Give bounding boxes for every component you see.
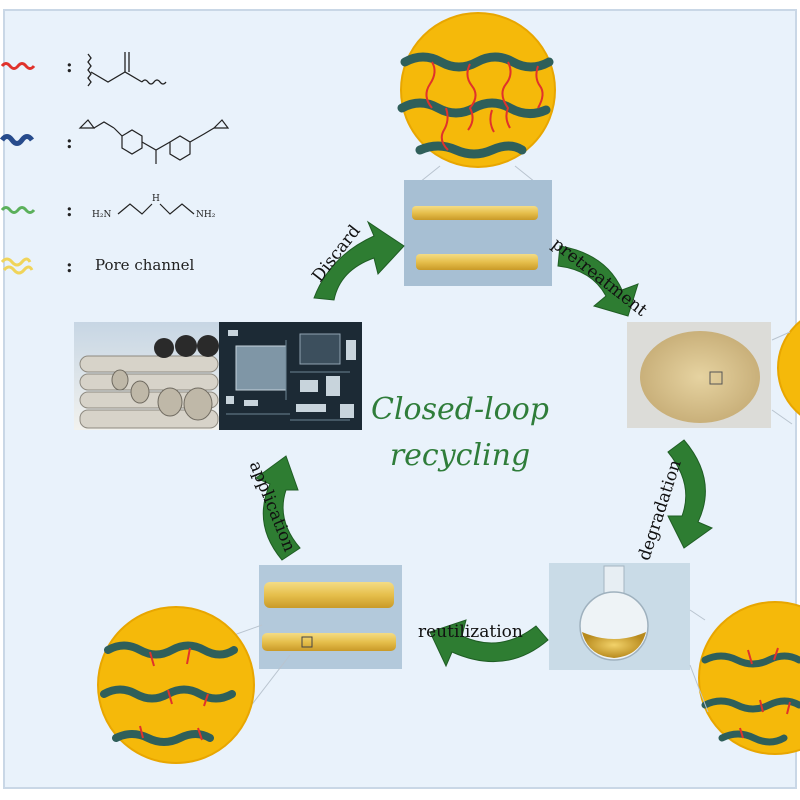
reutilized-sample-photo [259,565,402,669]
circuit-board-application-photo [219,322,362,430]
legend-colon: : [66,56,73,77]
legend-amine-squiggle [0,206,36,214]
step-label-reutilization: reutilization [418,622,523,642]
right-resin-disc-partial [771,320,800,425]
degradation-arrow [667,439,714,549]
bottom-left-resin-disc [97,606,255,764]
legend-epoxy-chain-squiggle [0,134,35,146]
zoom-line [419,165,441,183]
zoom-line [514,165,536,183]
legend-colon: : [66,256,73,277]
cycle-arrows [254,220,714,668]
discard-arrow [313,220,405,301]
legend-ester-link-squiggle [0,62,36,70]
amine-right-group: NH₂ [196,210,216,220]
ester-structure-icon [87,52,167,87]
amine-left-group: H₂N [92,210,112,220]
pretreatment-arrow [557,245,639,317]
top-cured-sample-photo [404,180,552,286]
center-title-line2: recycling [389,438,531,473]
pore-channel-label: Pore channel [95,256,195,274]
reutilization-arrow [429,619,549,668]
bisphenol-epoxy-structure-icon [78,119,230,164]
application-arrow [254,455,301,561]
legend-colon: : [66,132,73,153]
legend [0,52,230,275]
center-title-line1: Closed-loop [370,392,550,427]
amine-center-hydrogen: H [152,194,160,204]
triamine-structure-icon [117,203,195,215]
powder-sample-photo [627,322,771,428]
top-resin-disc [397,12,556,168]
legend-colon: : [66,200,73,221]
pipes-application-photo [74,322,219,430]
degradation-flask-photo [549,563,690,670]
legend-pore-channel-squiggle [0,257,34,275]
bottom-right-resin-disc-partial [689,601,800,755]
